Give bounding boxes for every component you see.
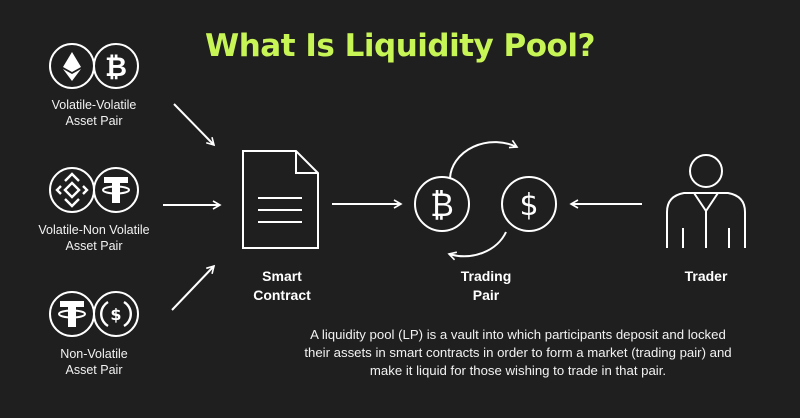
page-title: What Is Liquidity Pool? bbox=[205, 28, 595, 64]
pair-label-volatile-volatile: Volatile-Volatile Asset Pair bbox=[14, 97, 174, 129]
trader-label: Trader bbox=[646, 267, 766, 286]
trading-pair-icon: ₿ $ bbox=[414, 139, 557, 261]
description: A liquidity pool (LP) is a vault into wh… bbox=[268, 326, 768, 380]
trading-pair-label: Trading Pair bbox=[426, 267, 546, 305]
bnb-icon bbox=[49, 167, 95, 213]
tether-icon bbox=[49, 291, 95, 337]
usd-coin-icon: $ bbox=[93, 291, 139, 337]
bitcoin-icon: ₿ bbox=[93, 43, 139, 89]
bitcoin-icon: ₿ bbox=[414, 176, 470, 232]
pair-label-volatile-nonvolatile: Volatile-Non Volatile Asset Pair bbox=[14, 222, 174, 254]
pair-label-line2: Asset Pair bbox=[65, 114, 123, 128]
pair-label-line2: Asset Pair bbox=[65, 363, 123, 377]
smart-contract-label-line1: Smart bbox=[262, 268, 302, 284]
description-line3: make it liquid for those wishing to trad… bbox=[369, 363, 667, 378]
document-icon bbox=[242, 150, 319, 249]
svg-text:$: $ bbox=[519, 188, 538, 223]
description-line2: their assets in smart contracts in order… bbox=[304, 345, 732, 360]
trading-pair-label-line1: Trading bbox=[460, 268, 512, 284]
trader-label-line1: Trader bbox=[684, 268, 728, 284]
smart-contract-label-line2: Contract bbox=[253, 287, 311, 303]
ethereum-icon bbox=[49, 43, 95, 89]
pair-label-nonvolatile: Non-Volatile Asset Pair bbox=[14, 346, 174, 378]
pair-label-line1: Volatile-Volatile bbox=[51, 98, 137, 112]
pair-label-line1: Volatile-Non Volatile bbox=[38, 223, 150, 237]
arrow-pair3-to-contract bbox=[171, 264, 216, 311]
arrow-pair1-to-contract bbox=[173, 103, 216, 147]
pair-volatile-volatile-icons: ₿ bbox=[49, 43, 139, 89]
dollar-icon: $ bbox=[501, 176, 557, 232]
trading-pair-label-line2: Pair bbox=[472, 287, 500, 303]
svg-text:₿: ₿ bbox=[430, 186, 454, 224]
tether-icon bbox=[93, 167, 139, 213]
pair-volatile-nonvolatile-icons bbox=[49, 167, 139, 213]
description-line1: A liquidity pool (LP) is a vault into wh… bbox=[310, 327, 726, 342]
pair-label-line1: Non-Volatile bbox=[60, 347, 128, 361]
swap-arrows-icon bbox=[447, 139, 519, 261]
svg-text:₿: ₿ bbox=[105, 52, 127, 83]
pair-label-line2: Asset Pair bbox=[65, 239, 123, 253]
smart-contract-label: Smart Contract bbox=[222, 267, 342, 305]
svg-text:$: $ bbox=[110, 305, 121, 324]
pair-nonvolatile-icons: $ bbox=[49, 291, 139, 337]
person-icon bbox=[666, 154, 746, 248]
